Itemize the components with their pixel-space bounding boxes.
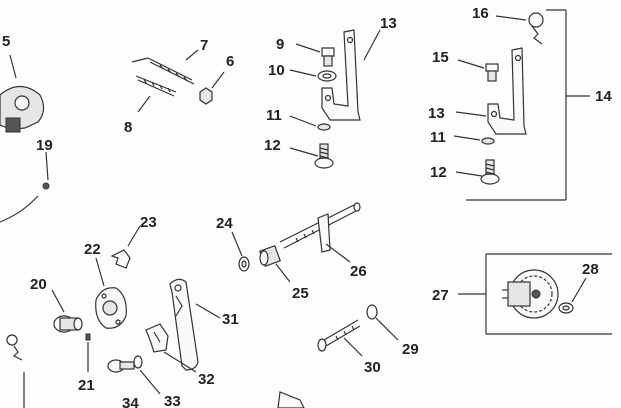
part-24-washer	[238, 256, 250, 272]
callout-13a: 13	[380, 15, 397, 32]
callout-13b: 13	[428, 105, 445, 122]
part-12b-screw	[480, 159, 500, 185]
leader-33	[139, 369, 161, 395]
part-11a-washer	[317, 123, 331, 131]
callout-12b: 12	[430, 164, 447, 181]
part-15-bolt	[485, 63, 499, 82]
callout-9: 9	[276, 36, 284, 53]
part-13-bracket-a	[321, 29, 361, 121]
part-28-washer	[558, 302, 574, 314]
leader-12b	[455, 171, 483, 177]
part-9-bolt	[321, 47, 335, 67]
callout-19: 19	[36, 137, 53, 154]
callout-30: 30	[364, 359, 381, 376]
leader-26	[325, 243, 351, 263]
callout-11b: 11	[430, 129, 446, 146]
leader-8	[137, 95, 151, 113]
callout-26: 26	[350, 263, 367, 280]
leader-30	[343, 337, 363, 357]
leader-25	[275, 263, 291, 283]
callout-20: 20	[30, 276, 47, 293]
leader-9	[295, 43, 321, 53]
part-27-gear	[502, 269, 559, 319]
part-16-clip	[528, 12, 544, 45]
callout-24: 24	[216, 215, 233, 232]
leader-31	[195, 303, 221, 319]
part-30-bolt	[317, 319, 361, 352]
leader-28	[571, 277, 587, 303]
callout-29: 29	[402, 341, 419, 358]
callout-21: 21	[78, 377, 95, 394]
callout-23: 23	[140, 214, 157, 231]
leader-6	[211, 71, 225, 89]
callout-33: 33	[164, 393, 181, 408]
leader-10	[289, 69, 317, 77]
leader-29	[375, 317, 399, 341]
part-32-clip	[145, 323, 169, 353]
part-6-nut	[199, 87, 213, 105]
part-10-washer	[317, 70, 337, 82]
part-20-bushing	[53, 315, 83, 333]
group-14-bracket	[466, 9, 567, 201]
callout-14: 14	[595, 88, 612, 105]
part-5-housing	[0, 54, 45, 133]
part-partial-bottom	[277, 391, 305, 408]
part-7-rod	[131, 57, 195, 85]
part-23-clip	[110, 249, 131, 269]
callout-11a: 11	[266, 107, 282, 124]
callout-32: 32	[198, 371, 215, 388]
callout-25: 25	[292, 285, 309, 302]
callout-34: 34	[122, 395, 139, 408]
leader-13b	[455, 111, 487, 117]
part-13-bracket-b	[487, 47, 527, 135]
leader-19	[45, 151, 49, 181]
callout-6: 6	[226, 53, 234, 70]
wire-left	[0, 195, 39, 223]
leader-24	[231, 231, 243, 257]
leader-7	[185, 49, 199, 61]
part-26-shaft	[279, 202, 361, 253]
leader-22	[95, 257, 105, 287]
callout-15: 15	[432, 49, 449, 66]
leader-15	[457, 59, 485, 69]
leader-11a	[289, 115, 317, 127]
part-34-screw	[107, 359, 135, 373]
leader-32	[163, 351, 197, 373]
part-25-bushing	[258, 244, 282, 268]
part-19-ball	[42, 182, 50, 190]
callout-8: 8	[124, 119, 132, 136]
part-22-plate	[95, 287, 127, 329]
callout-31: 31	[222, 311, 239, 328]
callout-16: 16	[472, 5, 489, 22]
callout-10: 10	[268, 62, 285, 79]
leader-23	[127, 225, 141, 247]
callout-22: 22	[84, 241, 101, 258]
part-12a-screw	[314, 143, 334, 169]
part-8-spring	[135, 75, 177, 97]
part-11b-washer	[481, 137, 495, 145]
callout-7: 7	[200, 37, 208, 54]
part-29-washer	[366, 304, 378, 320]
part-33-washer	[133, 355, 143, 369]
leader-11b	[453, 135, 481, 141]
callout-12a: 12	[264, 137, 281, 154]
leader-20	[51, 289, 65, 313]
callout-27: 27	[432, 287, 449, 304]
callout-28: 28	[582, 261, 599, 278]
leader-16	[495, 15, 527, 21]
leader-12a	[289, 147, 319, 157]
callout-5: 5	[2, 33, 10, 50]
leader-13a	[363, 29, 381, 61]
part-21-pin	[85, 333, 91, 341]
part-31-arm	[169, 278, 199, 371]
part-spring-left	[6, 334, 25, 408]
